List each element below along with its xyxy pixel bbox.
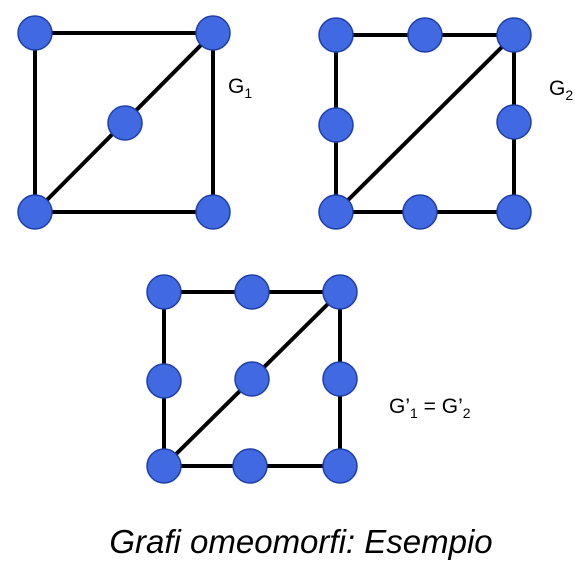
graph-g1 (17, 15, 231, 230)
label-g1-main: G (228, 75, 245, 98)
graph-label-g-prime: G’1 = G’2 (389, 395, 471, 420)
g1-node-bottom-right (195, 194, 231, 230)
g2-node-top-mid (407, 17, 443, 53)
graph-label-g2: G2 (549, 77, 573, 102)
label-g2-sub: 2 (565, 87, 574, 103)
g1-node-middle (107, 105, 143, 141)
gp-node-top-mid (234, 274, 270, 310)
g2-node-left-mid (318, 107, 354, 143)
g1-node-top-left (17, 15, 53, 51)
graph-label-g1: G1 (228, 75, 252, 100)
label-gp-main: G’ (389, 395, 410, 418)
graph-g2 (318, 17, 532, 230)
graph-g-prime (146, 274, 358, 484)
g2-edge-diagonal (334, 33, 516, 214)
g1-node-top-right (195, 15, 231, 51)
gp-node-left-mid (146, 363, 182, 399)
label-gp-sub: 1 (410, 405, 418, 421)
g2-node-top-left (318, 17, 354, 53)
g2-node-bottom-right (496, 194, 532, 230)
label-gp-mid: = G’ (417, 395, 463, 418)
label-g2-main: G (549, 77, 566, 100)
gp-node-top-left (146, 274, 182, 310)
gp-node-right-mid (322, 361, 358, 397)
label-g1-sub: 1 (244, 85, 253, 101)
caption: Grafi omeomorfi: Esempio (109, 523, 493, 560)
g2-node-bottom-left (318, 194, 354, 230)
gp-node-top-right (322, 274, 358, 310)
gp-node-bottom-right (322, 448, 358, 484)
g2-node-right-mid (496, 104, 532, 140)
g2-node-bottom-mid (402, 194, 438, 230)
g2-node-top-right (496, 17, 532, 53)
gp-node-bottom-left (146, 448, 182, 484)
g1-node-bottom-left (17, 194, 53, 230)
label-gp-sub2: 2 (462, 405, 471, 421)
gp-node-bottom-mid (232, 448, 268, 484)
gp-node-center (234, 361, 270, 397)
